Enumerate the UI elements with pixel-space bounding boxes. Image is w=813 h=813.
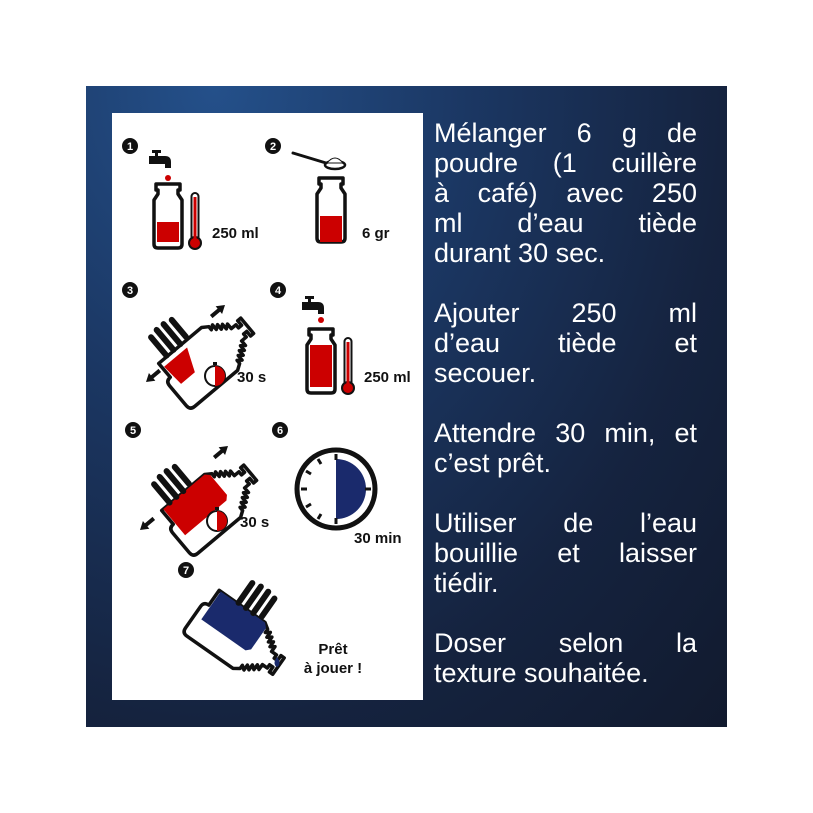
arrow-icon — [136, 514, 158, 534]
drop-icon — [165, 175, 171, 181]
arrow-icon — [210, 442, 232, 462]
instruction-paragraph: Doser selon la texture souhaitée. — [434, 628, 697, 688]
spoon-icon — [291, 151, 347, 171]
step-number-badge — [122, 138, 138, 154]
jar-icon — [315, 176, 347, 244]
clock-icon — [294, 447, 378, 531]
step-number: 1 — [127, 141, 133, 153]
instruction-paragraph: Attendre 30 min, et c’est prêt. — [434, 418, 697, 478]
text-line: texture souhaitée. — [434, 658, 649, 688]
jar-icon — [305, 327, 337, 395]
text-line: Mélanger 6 g de — [434, 118, 697, 148]
step-1: 1 250 ml — [122, 138, 259, 250]
text-line: d’eau tiède et — [434, 328, 697, 358]
tap-icon — [149, 150, 171, 168]
step-label: 250 ml — [212, 225, 259, 242]
step-5: 5 30 s — [125, 422, 270, 559]
text-line: Utiliser de l’eau — [434, 508, 697, 538]
step-label: 30 s — [237, 369, 266, 386]
shaking-bottle-icon — [148, 449, 270, 559]
text-line: bouillie et laisser — [434, 538, 697, 568]
step-2: 2 6 gr — [265, 138, 390, 244]
text-line: poudre (1 cuillère — [434, 148, 697, 178]
step-number: 3 — [127, 285, 133, 297]
text-line: Doser selon la — [434, 628, 697, 658]
step-number: 2 — [270, 141, 276, 153]
thermometer-icon — [341, 337, 355, 395]
text-line: ml d’eau tiède — [434, 208, 697, 238]
step-label: 6 gr — [362, 225, 390, 242]
tap-icon — [302, 296, 324, 314]
step-7: 7 Prêt à jouer ! — [178, 562, 362, 691]
arrow-icon — [142, 366, 164, 386]
step-number: 7 — [183, 565, 189, 577]
text-line: durant 30 sec. — [434, 238, 606, 268]
step-3: 3 30 s — [122, 282, 267, 412]
step-label: 30 min — [354, 530, 402, 547]
step-label: 30 s — [240, 514, 269, 531]
step-4: 4 250 ml — [270, 282, 411, 395]
text-line: Ajouter 250 ml — [434, 298, 697, 328]
text-line: c’est prêt. — [434, 448, 552, 478]
arrow-icon — [207, 301, 229, 321]
jar-icon — [152, 182, 184, 250]
step-label: Prêt — [318, 641, 347, 658]
text-line: secouer. — [434, 358, 537, 388]
step-label: à jouer ! — [304, 660, 362, 677]
text-line: tiédir. — [434, 568, 499, 598]
step-6: 6 30 min — [272, 422, 402, 547]
illustration-card: 1 250 ml 2 6 gr 3 30 s 4 — [112, 113, 423, 700]
step-label: 250 ml — [364, 369, 411, 386]
steps-illustration: 1 250 ml 2 6 gr 3 30 s 4 — [122, 138, 411, 691]
drop-icon — [274, 657, 280, 667]
thermometer-icon — [188, 192, 202, 250]
step-number: 5 — [130, 425, 136, 437]
instructions-text: Mélanger 6 g de poudre (1 cuillère à caf… — [434, 118, 697, 718]
instruction-paragraph: Mélanger 6 g de poudre (1 cuillère à caf… — [434, 118, 697, 268]
instruction-paragraph: Utiliser de l’eau bouillie et laisser ti… — [434, 508, 697, 598]
drop-icon — [318, 317, 324, 323]
pouring-bottle-icon — [180, 577, 297, 691]
step-number: 4 — [275, 285, 282, 297]
step-number: 6 — [277, 425, 283, 437]
shaking-bottle-icon — [145, 302, 267, 412]
text-line: à café) avec 250 — [434, 178, 697, 208]
instruction-paragraph: Ajouter 250 ml d’eau tiède et secouer. — [434, 298, 697, 388]
text-line: Attendre 30 min, et — [434, 418, 697, 448]
